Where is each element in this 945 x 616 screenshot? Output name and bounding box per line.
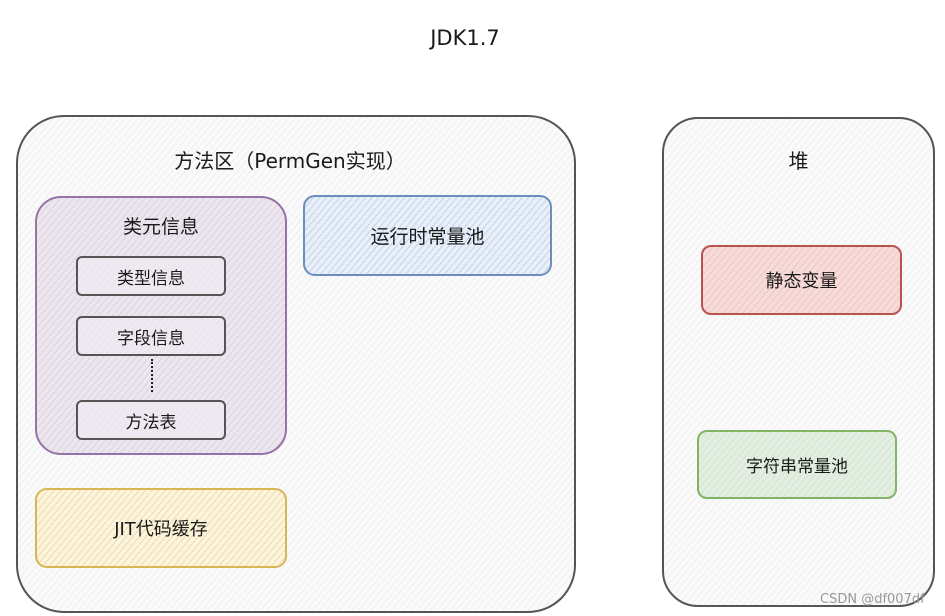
ellipsis-connector — [151, 359, 153, 392]
static-vars-label: 静态变量 — [765, 271, 838, 292]
runtime-constant-pool-box: 运行时常量池 — [303, 195, 552, 276]
type-info-label: 类型信息 — [117, 268, 185, 289]
field-info-label: 字段信息 — [117, 328, 185, 349]
method-table-box: 方法表 — [76, 400, 226, 440]
jit-cache-label: JIT代码缓存 — [114, 519, 208, 540]
string-pool-box: 字符串常量池 — [697, 430, 897, 499]
method-area-label: 方法区（PermGen实现） — [174, 149, 406, 173]
class-meta-label: 类元信息 — [122, 216, 199, 238]
diagram-title: JDK1.7 — [430, 26, 500, 50]
static-vars-box: 静态变量 — [701, 245, 902, 315]
runtime-constant-pool-label: 运行时常量池 — [370, 226, 485, 248]
type-info-box: 类型信息 — [76, 256, 226, 296]
watermark: CSDN @df007df — [820, 592, 925, 607]
jit-cache-box: JIT代码缓存 — [35, 488, 287, 568]
heap-label: 堆 — [788, 149, 809, 173]
method-table-label: 方法表 — [125, 412, 177, 433]
field-info-box: 字段信息 — [76, 316, 226, 356]
heap-area — [662, 117, 935, 607]
string-pool-label: 字符串常量池 — [746, 457, 848, 477]
